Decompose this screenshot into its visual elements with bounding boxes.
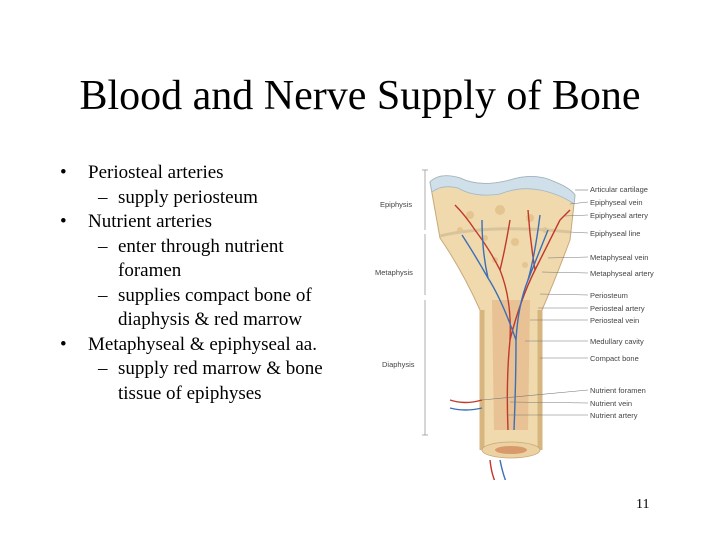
sub-bullet: – enter through nutrient foramen bbox=[58, 235, 378, 284]
label-nutrient-vein: Nutrient vein bbox=[590, 399, 633, 408]
label-periosteal-artery: Periosteal artery bbox=[590, 304, 645, 313]
sub-bullet: – supply periosteum bbox=[58, 186, 378, 211]
region-brackets bbox=[422, 169, 428, 436]
label-nutrient-foramen: Nutrient foramen bbox=[590, 386, 646, 395]
bullet-label: Nutrient arteries bbox=[88, 211, 212, 232]
dash-marker: – bbox=[98, 186, 108, 208]
label-diaphysis: Diaphysis bbox=[382, 360, 415, 369]
bullet-list: • Periosteal arteries – supply periosteu… bbox=[58, 161, 378, 406]
label-metaphyseal-vein: Metaphyseal vein bbox=[590, 253, 649, 262]
bone-illustration bbox=[422, 169, 589, 480]
label-articular-cartilage: Articular cartilage bbox=[590, 185, 648, 194]
sub-bullet: – supplies compact bone of diaphysis & r… bbox=[58, 284, 378, 333]
label-periosteum: Periosteum bbox=[590, 291, 628, 300]
label-medullary-cavity: Medullary cavity bbox=[590, 337, 644, 346]
articular-cartilage bbox=[429, 175, 576, 205]
epiphyseal-line bbox=[439, 227, 571, 238]
bone-blood-supply-figure: Epiphysis Metaphysis Diaphysis Articular… bbox=[370, 160, 670, 480]
bullet-label: Periosteal arteries bbox=[88, 162, 224, 183]
medullary-cavity bbox=[492, 300, 530, 430]
bullet-nutrient-arteries: • Nutrient arteries bbox=[58, 210, 378, 235]
label-epiphyseal-artery: Epiphyseal artery bbox=[590, 211, 648, 220]
sub-bullet: – supply red marrow & bone tissue of epi… bbox=[58, 357, 378, 406]
sub-bullet-line: diaphysis & red marrow bbox=[118, 309, 303, 330]
label-epiphyseal-vein: Epiphyseal vein bbox=[590, 198, 643, 207]
label-epiphyseal-line: Epiphyseal line bbox=[590, 229, 641, 238]
slide-title: Blood and Nerve Supply of Bone bbox=[79, 73, 641, 119]
label-periosteal-vein: Periosteal vein bbox=[590, 316, 640, 325]
bullet-dot: • bbox=[60, 211, 67, 232]
sub-bullet-line: supplies compact bone of bbox=[118, 284, 312, 306]
artery-network bbox=[449, 204, 571, 480]
bullet-periosteal-arteries: • Periosteal arteries bbox=[58, 161, 378, 186]
label-metaphyseal-artery: Metaphyseal artery bbox=[590, 269, 654, 278]
bullet-dot: • bbox=[60, 333, 67, 355]
page-number: 11 bbox=[636, 497, 650, 512]
bullet-label: Metaphyseal & epiphyseal aa. bbox=[88, 333, 317, 355]
label-metaphysis: Metaphysis bbox=[375, 268, 413, 277]
dash-marker: – bbox=[98, 235, 108, 257]
label-compact-bone: Compact bone bbox=[590, 354, 639, 363]
sub-bullet-line: foramen bbox=[118, 260, 182, 281]
sub-bullet-line: tissue of epiphyses bbox=[118, 382, 262, 404]
label-epiphysis: Epiphysis bbox=[380, 200, 413, 209]
spongy-bone bbox=[457, 205, 548, 268]
bullet-metaphyseal-epiphyseal: • Metaphyseal & epiphyseal aa. bbox=[58, 333, 378, 358]
dash-marker: – bbox=[98, 284, 108, 306]
label-leaders bbox=[481, 189, 589, 416]
label-nutrient-artery: Nutrient artery bbox=[590, 411, 638, 420]
sub-bullet-line: supply periosteum bbox=[118, 186, 258, 208]
sub-bullet-line: supply red marrow & bone bbox=[118, 358, 323, 379]
sub-bullet-line: enter through nutrient bbox=[118, 235, 284, 257]
vein-network bbox=[449, 214, 549, 480]
bullet-dot: • bbox=[60, 162, 67, 183]
dash-marker: – bbox=[98, 358, 108, 379]
